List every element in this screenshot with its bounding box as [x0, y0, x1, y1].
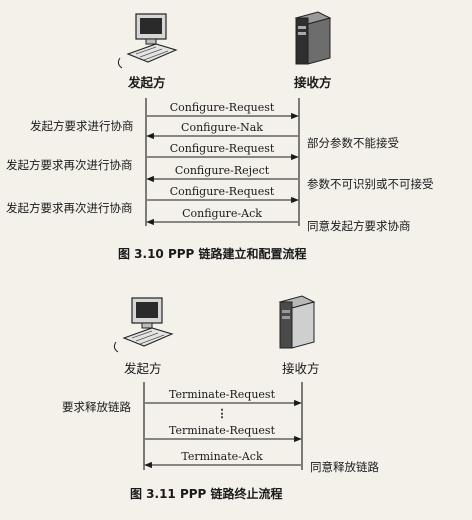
message-arrows-fig1	[146, 112, 299, 226]
right-note: 同意发起方要求协商	[307, 219, 411, 233]
left-note: 发起方要求再次进行协商	[6, 201, 133, 215]
message-label: Terminate-Request	[169, 424, 275, 437]
left-note: 发起方要求再次进行协商	[6, 158, 133, 172]
figure-caption: 图 3.10 PPP 链路建立和配置流程	[118, 247, 307, 261]
message-label: Configure-Request	[169, 142, 275, 155]
server-icon	[278, 295, 316, 349]
message-label: Configure-Request	[169, 185, 275, 198]
left-note: 要求释放链路	[62, 400, 131, 414]
ellipsis-label: ⋮	[216, 407, 228, 420]
message-label: Configure-Reject	[174, 164, 270, 177]
message-label: Configure-Ack	[182, 207, 262, 220]
message-arrows-fig2	[144, 399, 302, 469]
receiver-label: 接收方	[282, 361, 320, 376]
initiator-label: 发起方	[124, 361, 162, 376]
computer-icon	[117, 13, 178, 69]
message-label: Terminate-Ack	[181, 450, 263, 463]
right-note: 同意释放链路	[310, 460, 379, 474]
message-label: Configure-Nak	[181, 121, 263, 134]
receiver-label: 接收方	[294, 75, 332, 90]
right-note: 部分参数不能接受	[307, 136, 399, 150]
message-label: Terminate-Request	[169, 388, 275, 401]
right-note: 参数不可识别或不可接受	[307, 177, 434, 191]
server-icon	[294, 11, 332, 65]
left-note: 发起方要求进行协商	[30, 119, 134, 133]
initiator-label: 发起方	[128, 75, 166, 90]
computer-icon	[113, 297, 174, 353]
message-label: Configure-Request	[169, 101, 275, 114]
figure-caption: 图 3.11 PPP 链路终止流程	[130, 487, 283, 501]
